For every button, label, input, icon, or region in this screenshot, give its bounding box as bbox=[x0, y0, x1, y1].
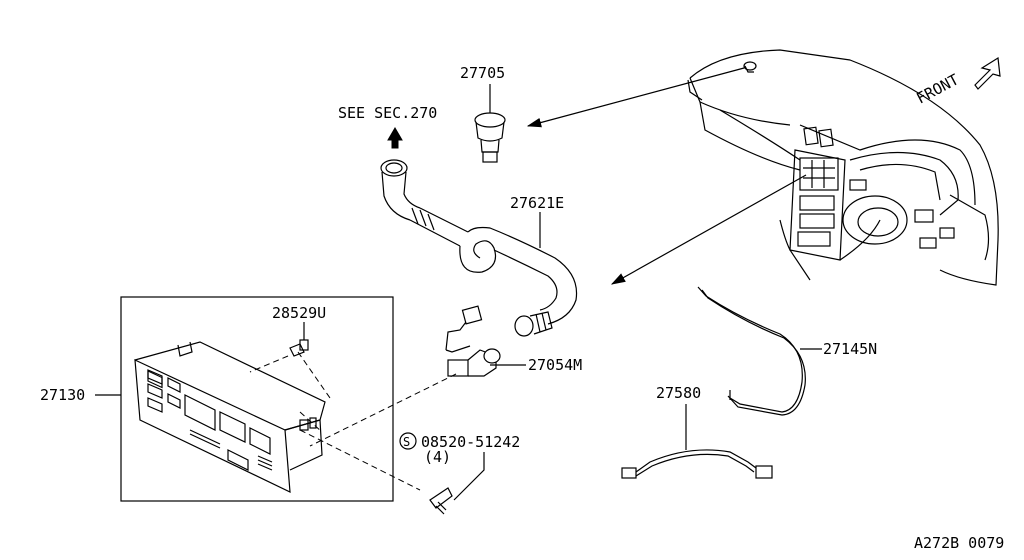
pointer-arrow-control-unit bbox=[610, 174, 807, 285]
label-27145n: 27145N bbox=[823, 340, 877, 358]
part-27145n-cable bbox=[697, 286, 806, 416]
label-27580: 27580 bbox=[656, 384, 701, 402]
label-bolt-quantity: (4) bbox=[424, 448, 451, 466]
bolt-symbol-label: S bbox=[403, 435, 410, 449]
leader-bolt bbox=[453, 452, 485, 501]
pointer-arrow-sensor bbox=[526, 67, 745, 128]
part-27580-harness bbox=[621, 449, 773, 479]
part-27621e-hose bbox=[380, 159, 578, 337]
dashboard-illustration bbox=[687, 49, 999, 286]
figure-code: A272B 0079 bbox=[914, 534, 1004, 552]
part-27054m-harness bbox=[445, 305, 501, 377]
part-27130-frame bbox=[120, 296, 394, 502]
label-bolt-part-number: 08520-51242 bbox=[421, 433, 520, 451]
label-28529u: 28529U bbox=[272, 304, 326, 322]
front-direction-indicator: FRONT bbox=[913, 56, 1001, 108]
label-27054m: 27054M bbox=[528, 356, 582, 374]
label-27130: 27130 bbox=[40, 386, 85, 404]
part-08520-bolt: S bbox=[399, 432, 453, 515]
label-27705: 27705 bbox=[460, 64, 505, 82]
label-27621e: 27621E bbox=[510, 194, 564, 212]
up-arrow-icon bbox=[387, 127, 403, 149]
control-unit-illustration bbox=[134, 341, 326, 493]
front-label: FRONT bbox=[913, 70, 961, 107]
label-see-sec-270: SEE SEC.270 bbox=[338, 104, 437, 122]
part-27705-sensor bbox=[474, 84, 506, 163]
